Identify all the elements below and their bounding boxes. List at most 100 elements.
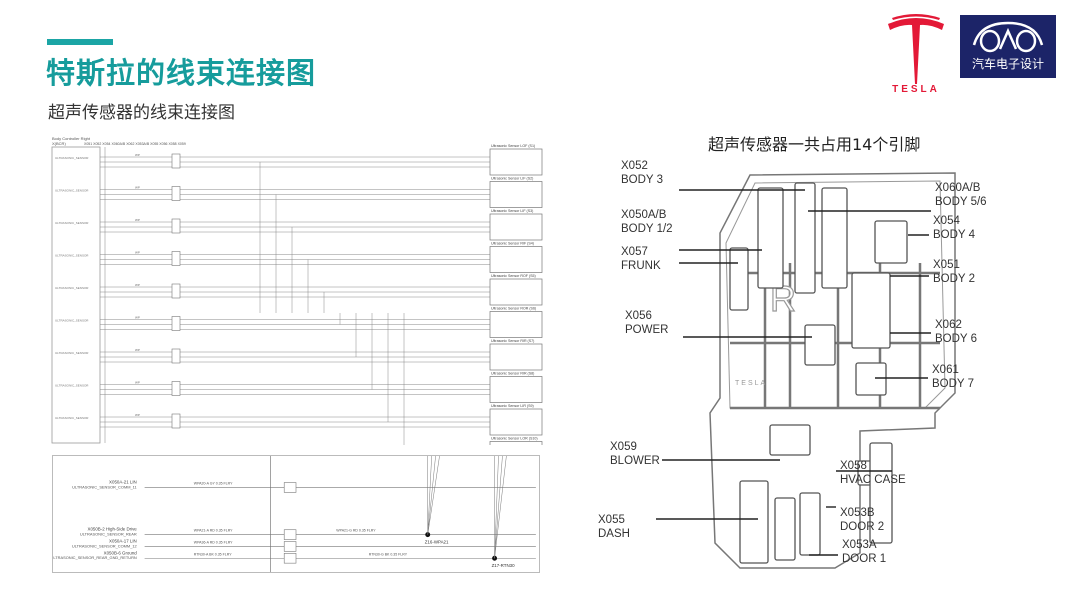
connector-name: BODY 1/2 [621, 223, 673, 235]
connector-id: X053B [840, 507, 875, 519]
connector-name: BLOWER [610, 455, 660, 467]
connector-block [799, 492, 821, 556]
pin-row: X050A-17 LINULTRASONIC_SENSOR_COMM_12WPA… [72, 539, 536, 552]
sensor-circuit: WP Ultrasonic Sensor RIF (S4) ULTRASONIC_S… [55, 242, 543, 313]
connector-id: X057 [621, 246, 648, 258]
pin-label: ULTRASONIC_SENSOR [55, 319, 89, 323]
tesla-wordmark: TESLA [892, 84, 940, 95]
wire-label: WP [135, 413, 140, 417]
wire-label: WP [135, 153, 140, 157]
sensor-circuit: WP Ultrasonic Sensor LIF (S2) ULTRASONIC_S… [55, 177, 543, 313]
connector-name: BODY 2 [933, 273, 975, 285]
pin-row: X050B-2 High-Side DriveULTRASONIC_SENSOR… [80, 527, 536, 540]
connector-block [804, 324, 836, 366]
splice-dot [492, 555, 498, 561]
splice-wire [427, 456, 440, 535]
brand-logo: 汽车电子设计 [960, 15, 1056, 78]
controller-box [51, 146, 101, 444]
connector-block [794, 182, 816, 294]
connector-block [869, 442, 893, 544]
sensor-box [489, 148, 543, 176]
pin-label: ULTRASONIC_SENSOR [55, 384, 89, 388]
sensor-box [489, 408, 543, 436]
connector-name: BODY 7 [932, 378, 974, 390]
wire-label: WP [135, 186, 140, 190]
tesla-logo-icon [888, 14, 944, 84]
inline-connector [171, 413, 181, 429]
connector-name: DOOR 1 [842, 553, 887, 565]
pin-name: X050B-6 Ground [104, 550, 138, 555]
splice-dot [425, 532, 431, 538]
connector-name: POWER [625, 324, 669, 336]
connector-block [757, 187, 784, 289]
sensor-label: Ultrasonic Sensor ROF (S5) [491, 274, 536, 278]
splice-label: Z16-WPA21 [425, 539, 449, 544]
inline-connector [171, 283, 181, 299]
connector-id: X053A [842, 539, 877, 551]
brand-text: 汽车电子设计 [971, 57, 1044, 71]
sensor-box [489, 213, 543, 241]
sensor-label: Ultrasonic Sensor RIF (S4) [491, 242, 534, 246]
pin-label: ULTRASONIC_SENSOR [55, 221, 89, 225]
sensor-box [489, 278, 543, 306]
connector-block [739, 480, 769, 564]
car-logo-icon [972, 21, 1044, 53]
splice-wire [494, 456, 499, 559]
splice-wire [494, 456, 503, 559]
connector-name: FRUNK [621, 260, 661, 272]
pin-row: X050A-21 LINULTRASONIC_SENSOR_COMM_11WPA… [72, 480, 536, 493]
inline-connector [171, 316, 181, 331]
connector-id: X059 [610, 441, 637, 453]
sensor-box [489, 343, 543, 371]
splice-wire [427, 456, 432, 535]
connector-block [769, 424, 811, 456]
connector-name: DASH [598, 528, 630, 540]
inline-connector [171, 348, 181, 364]
wire-label: WP [135, 283, 140, 287]
title-accent-bar [47, 39, 113, 45]
controller-id: X(BCR) [52, 141, 66, 146]
connector-id: X055 [598, 514, 625, 526]
sensor-label: Ultrasonic Sensor LIF (S3) [491, 209, 533, 213]
connector-id: X060A/B [935, 182, 981, 194]
sensor-label: Ultrasonic Sensor RIR (S8) [491, 372, 534, 376]
pin-label: ULTRASONIC_SENSOR [55, 416, 89, 420]
inline-connector [171, 251, 181, 266]
sensor-label: Ultrasonic Sensor LOR (S10) [491, 437, 538, 441]
sensor-label: Ultrasonic Sensor LIR (S9) [491, 404, 534, 408]
splice-label: Z17-RTN30 [492, 563, 515, 568]
inner-tesla-logo: TESLA [735, 380, 767, 387]
inline-connector [283, 553, 297, 564]
sensor-label: Ultrasonic Sensor ROR (S6) [491, 307, 536, 311]
wire-label: WP [135, 348, 140, 352]
connector-block [851, 272, 891, 349]
connector-id: X050A/B [621, 209, 667, 221]
connector-id: X051 [933, 259, 960, 271]
pin-label: ULTRASONIC_SENSOR [55, 286, 89, 290]
connector-name: BODY 3 [621, 174, 663, 186]
sensor-label: Ultrasonic Sensor RIR (S7) [491, 339, 534, 343]
connector-id: X058 [840, 460, 867, 472]
sensor-box [489, 246, 543, 273]
inline-connector [283, 529, 297, 540]
wire-label: WP [135, 218, 140, 222]
sensor-circuit: WP Ultrasonic Sensor LIF (S3) ULTRASONIC_S… [55, 209, 543, 313]
connector-label-x053a: X053A DOOR 1 [842, 538, 886, 566]
sensor-circuit: WP Ultrasonic Sensor RIR (S7) ULTRASONIC_S… [55, 313, 543, 371]
connector-block [855, 362, 887, 396]
sensor-label: Ultrasonic Sensor LIF (S2) [491, 177, 533, 181]
pin-label: ULTRASONIC_SENSOR [55, 156, 89, 160]
wire-label: WPA36-A RD 0.35 FLRY [194, 540, 233, 544]
sensor-box [489, 311, 543, 338]
splice-wire [494, 456, 507, 559]
inline-connector [283, 541, 297, 552]
